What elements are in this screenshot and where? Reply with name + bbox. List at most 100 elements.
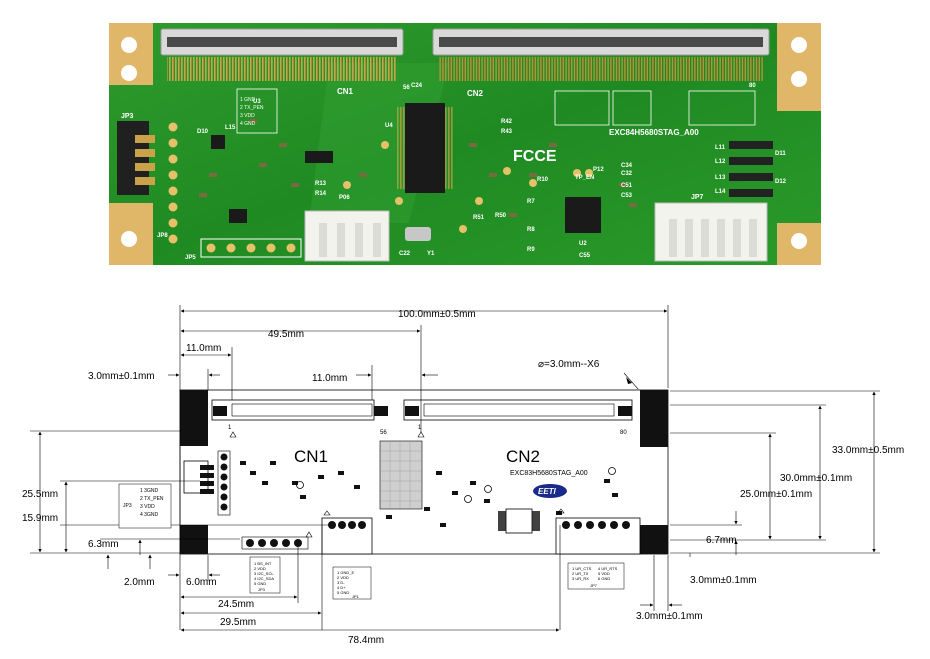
silk-jp3-pin4: 4 GND [240,121,256,127]
silk-jp3-pin3: 3 VDD [240,113,255,119]
dim-hole-offset-bottom-right-2: 3.0mm±0.1mm [636,611,703,622]
jp5-table-line: 5 GND [254,581,266,586]
jp1-table-title: JP1 [352,594,360,599]
silk-cn1-last: 56 [403,85,410,91]
jp1-table-line: 3 D- [337,580,345,585]
dim-height-25-left: 25.5mm [22,489,58,500]
silk-jp3: JP3 [121,113,134,120]
silk-u4: U4 [385,123,393,129]
jp3-table-line: 3 VDD [140,504,155,510]
jp5-footprint [241,536,309,550]
silk-table-box [554,90,610,126]
jp1-table-line: 4 D+ [337,585,346,590]
silk-jp8: JP8 [157,233,168,239]
hole-block-top-left [180,390,208,446]
cn2-label: CN2 [506,447,540,466]
jp7-table-line: 5 VDD [598,571,610,576]
jp5-header [200,238,302,258]
eeti-logo: EETI [533,484,567,498]
dim-hole-note: ⌀=3.0mm--X6 [538,359,600,370]
pcb-photo-svg: CN1 CN2 56 80 EXC84H5680STAG_A00 JP3 JP5… [109,23,821,265]
dim-hole-offset-top-left: 3.0mm±0.1mm [88,371,155,382]
u2-chip [565,197,601,233]
silk-r8: R8 [527,227,535,233]
mounting-hole [121,65,137,81]
silk-c55: C55 [579,253,591,259]
silk-d11: D11 [775,151,786,157]
cn1-pin-first: 1 [228,425,232,431]
jp5-table-line: 1 BS_INT [254,561,272,566]
u4-chip [397,103,453,193]
cn2-pin-first: 1 [418,425,422,431]
jp3-table-title: JP3 [123,503,132,509]
dim-bottom-2-0: 2.0mm [124,577,155,588]
eeti-logo-text: EETI [538,487,557,496]
silk-r9: R9 [527,247,535,253]
small-ic [211,135,225,149]
cn2-outline [403,399,633,421]
corner-pad-top-right [777,23,821,111]
jp8-header [168,122,178,244]
silk-r7: R7 [527,199,535,205]
silk-table-box [688,90,756,126]
silk-cn2: CN2 [467,89,484,98]
silk-fcc-ce: FCCE [513,148,557,165]
jp7-table: 1 UR_CTS 2 UR_TX 3 UR_RX 4 UR_RTS 5 VDD … [567,562,625,590]
dim-height-6-3: 6.3mm [88,539,119,550]
silk-r42: R42 [501,119,513,125]
silk-l13: L13 [715,175,726,181]
silk-jp3-pin1: 1 GND [240,97,256,103]
cn1-connector [160,28,404,81]
silk-u3: U3 [253,99,261,105]
cn2-pin-last: 80 [620,430,627,436]
silk-cn1: CN1 [337,87,354,96]
pcb-photo: CN1 CN2 56 80 EXC84H5680STAG_A00 JP3 JP5… [109,23,821,265]
dim-height-6-7: 6.7mm [706,535,737,546]
silk-l14: L14 [715,189,726,195]
jp7-table-line: 2 UR_TX [572,571,589,576]
silk-l12: L12 [715,159,726,165]
dim-29-5: 29.5mm [220,617,256,628]
silk-d12: D12 [775,179,787,185]
silk-l11: L11 [715,145,726,151]
silk-cn2-last: 80 [749,83,756,89]
silk-c51: C51 [621,183,633,189]
mechanical-drawing-svg: 1 56 1 80 CN1 CN2 EXC83H5680STAG_A00 EET… [22,305,904,646]
part-number: EXC83H5680STAG_A00 [510,470,588,477]
jp7-table-line: 3 UR_RX [572,576,589,581]
silk-jp7: JP7 [691,194,704,201]
jp3-table-line: 1 3GND [140,488,158,494]
mounting-hole [791,71,807,87]
silk-d10: D10 [197,129,209,135]
jp3-connector [117,121,155,195]
silk-r51: R51 [473,215,485,221]
silk-tp-en: TP_EN [575,175,594,181]
jp7-table-line: 4 UR_RTS [598,566,618,571]
silk-c24: C24 [411,83,423,89]
dim-24-5: 24.5mm [218,599,254,610]
cn1-outline [211,399,388,421]
jp3-footprint [183,460,214,494]
jp7-table-line: 1 UR_CTS [572,566,592,571]
silk-table-box [612,90,652,126]
silk-r10: R10 [537,177,549,183]
silk-r50: R50 [495,213,507,219]
silk-jp3-pin2: 2 TX_PEN [240,105,264,111]
cn1-label: CN1 [294,447,328,466]
jp1-table-line: 5 GND [337,590,349,595]
jp3-table-line: 2 TX_PEN [140,496,164,502]
dim-left-margin: 11.0mm [186,343,221,354]
dim-half-width: 49.5mm [268,329,304,340]
jp5-table: 1 BS_INT 2 VDD 3 I2C_SCL 4 I2C_SDA 5 GND… [249,556,281,594]
dim-height-25-right: 25.0mm±0.1mm [740,489,812,500]
mounting-hole [121,37,137,53]
corner-holes [180,390,668,554]
silk-c34: C34 [621,163,633,169]
u2-footprint [498,508,540,534]
dim-height-30: 30.0mm±0.1mm [780,473,852,484]
jp5-table-line: 3 I2C_SCL [254,571,274,576]
dim-78-4: 78.4mm [348,635,384,646]
hole-block-bottom-right [640,525,668,554]
silk-r13: R13 [315,181,327,187]
cn1-pin-last: 56 [380,430,387,436]
